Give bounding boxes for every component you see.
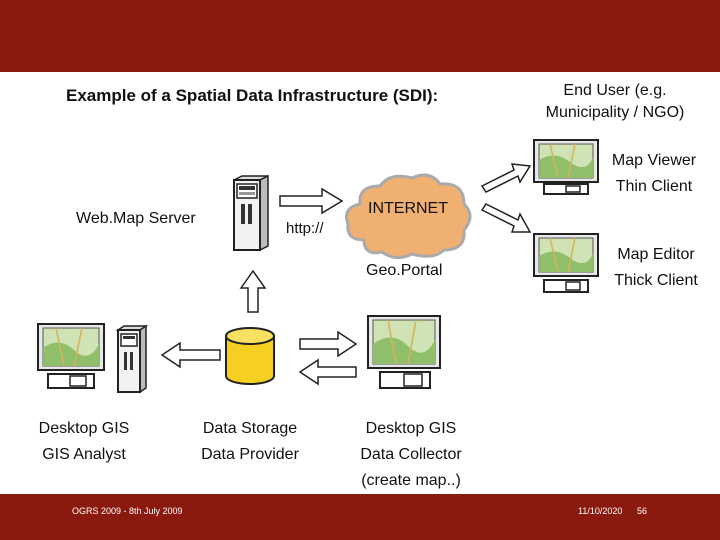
data-storage-line1: Data Storage	[202, 420, 298, 437]
desktop-gis-analyst-computer-icon	[37, 323, 105, 389]
data-storage-database-icon	[225, 327, 275, 385]
desktop-gis-collector-computer-icon	[367, 315, 441, 389]
map-editor-line2: Thick Client	[614, 272, 698, 289]
desktop-analyst-label: Desktop GIS GIS Analyst	[24, 416, 144, 468]
arrow-storage-to-collector-icon	[299, 330, 358, 358]
desktop-analyst-line1: Desktop GIS	[38, 420, 130, 437]
desktop-collector-label: Desktop GIS Data Collector (create map..…	[346, 416, 476, 494]
webmap-server-label: Web.Map Server	[76, 210, 196, 227]
arrow-to-map-editor-icon	[480, 203, 532, 233]
desktop-collector-line1: Desktop GIS	[365, 420, 457, 437]
end-user-label: End User (e.g. Municipality / NGO)	[530, 80, 700, 124]
http-label: http://	[286, 220, 324, 237]
header-bar	[0, 0, 720, 72]
data-storage-line2: Data Provider	[201, 446, 299, 463]
map-viewer-line2: Thin Client	[615, 178, 693, 195]
arrow-storage-to-analyst-icon	[160, 341, 221, 369]
web-map-server-icon	[233, 174, 269, 252]
map-editor-label: Map Editor Thick Client	[606, 242, 706, 294]
map-viewer-line1: Map Viewer	[611, 152, 697, 169]
footer-bar	[0, 494, 720, 540]
map-editor-computer-icon	[533, 233, 599, 293]
desktop-collector-line3: (create map..)	[361, 472, 461, 489]
arrow-storage-to-server-icon	[239, 269, 267, 313]
geoportal-label: Geo.Portal	[366, 262, 443, 279]
desktop-gis-analyst-tower-icon	[115, 324, 149, 394]
end-user-line1: End User (e.g.	[563, 82, 667, 99]
footer-conference: OGRS 2009 - 8th July 2009	[72, 506, 183, 516]
internet-cloud-icon	[345, 173, 472, 259]
arrow-collector-to-storage-icon	[298, 358, 357, 386]
slide-title: Example of a Spatial Data Infrastructure…	[66, 86, 439, 105]
footer-page-number: 56	[637, 506, 648, 516]
internet-label: INTERNET	[368, 200, 448, 217]
desktop-collector-line2: Data Collector	[360, 446, 462, 463]
end-user-line2: Municipality / NGO)	[545, 104, 685, 121]
data-storage-label: Data Storage Data Provider	[190, 416, 310, 468]
arrow-server-to-internet-icon	[279, 187, 344, 215]
map-viewer-computer-icon	[533, 139, 599, 195]
map-viewer-label: Map Viewer Thin Client	[604, 148, 704, 200]
map-editor-line1: Map Editor	[617, 246, 695, 263]
footer-date: 11/10/2020	[578, 506, 623, 516]
desktop-analyst-line2: GIS Analyst	[42, 446, 126, 463]
arrow-to-map-viewer-icon	[480, 163, 532, 193]
